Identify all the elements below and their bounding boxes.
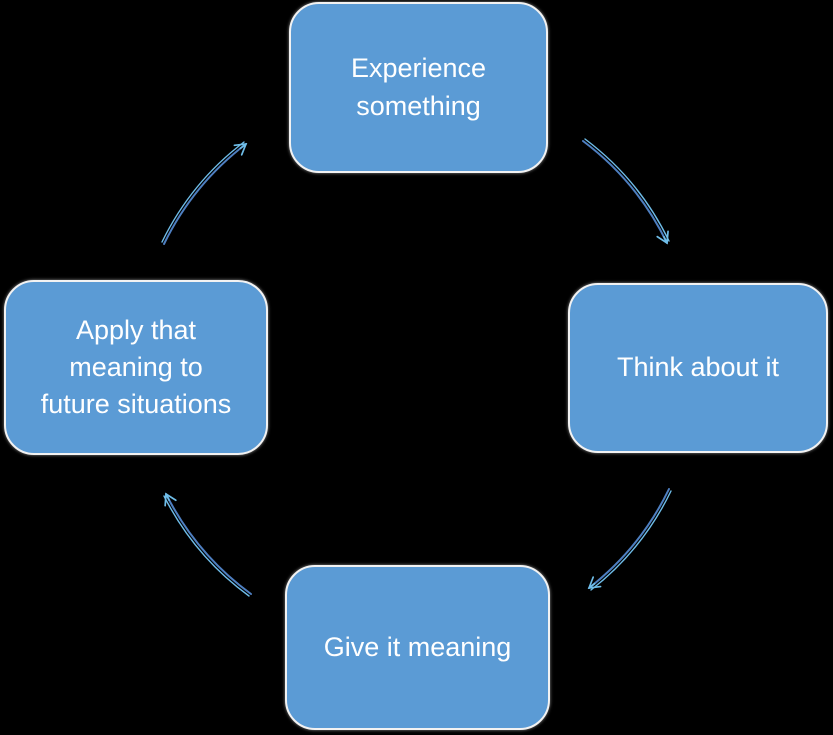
node-apply-meaning: Apply that meaning to future situations bbox=[4, 280, 268, 455]
arrow-think-to-meaning bbox=[587, 488, 672, 591]
node-give-it-meaning: Give it meaning bbox=[285, 565, 550, 730]
node-give-it-meaning-label: Give it meaning bbox=[323, 631, 512, 662]
arrow-apply-to-experience bbox=[161, 141, 248, 245]
node-apply-meaning-label: Apply that meaning to future situations bbox=[40, 314, 232, 420]
node-experience-something-label: Experience something bbox=[350, 53, 487, 121]
arrow-meaning-to-apply bbox=[163, 492, 252, 597]
node-think-about-it: Think about it bbox=[568, 283, 828, 453]
arrow-experience-to-think bbox=[582, 138, 670, 245]
node-experience-something: Experience something bbox=[289, 2, 548, 173]
node-think-about-it-label: Think about it bbox=[616, 352, 780, 383]
